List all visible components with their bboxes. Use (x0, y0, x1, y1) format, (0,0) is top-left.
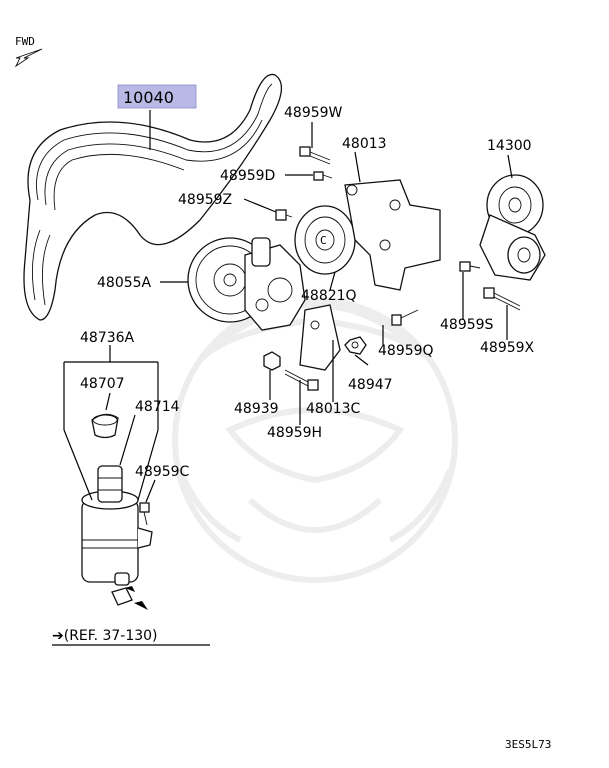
belt-tensioner[interactable] (479, 174, 546, 281)
reference-link[interactable]: ➔(REF. 37-130) (52, 628, 158, 644)
reservoir-tank[interactable] (81, 490, 153, 606)
drive-belt[interactable] (23, 73, 282, 321)
callout-48959S[interactable]: 48959S (440, 317, 494, 333)
callout-48959Z[interactable]: 48959Z (178, 192, 232, 208)
callout-10040-highlight (117, 84, 197, 109)
callout-48959D[interactable]: 48959D (220, 168, 275, 184)
bolt-48959H[interactable] (284, 369, 319, 391)
bolt-48959S[interactable] (459, 261, 481, 272)
callout-48947[interactable]: 48947 (348, 377, 393, 393)
callout-48714[interactable]: 48714 (135, 399, 180, 415)
callout-48736A[interactable]: 48736A (80, 330, 135, 346)
callout-48959Q[interactable]: 48959Q (378, 343, 434, 359)
reservoir-cap[interactable] (91, 413, 119, 439)
callout-48959X[interactable]: 48959X (480, 340, 535, 356)
bolt-48959C[interactable] (139, 502, 150, 526)
bolt-48959D[interactable] (313, 171, 333, 181)
nut-48947[interactable] (344, 336, 367, 355)
outlet-arrow-icon (125, 586, 148, 610)
pump-plate[interactable] (299, 304, 341, 371)
callout-48959C[interactable]: 48959C (135, 464, 190, 480)
power-steering-pump[interactable] (187, 237, 306, 331)
leader-lines (63, 122, 513, 503)
fwd-label: FWD (15, 35, 35, 48)
fwd-indicator: FWD (14, 35, 43, 68)
callout-48013C[interactable]: 48013C (306, 401, 361, 417)
bolt-48959Q[interactable] (391, 309, 419, 326)
bolt-48959W[interactable] (299, 146, 331, 165)
bolt-48959Z[interactable] (275, 209, 293, 221)
idler-pulley[interactable]: C (294, 205, 356, 275)
callout-48959W[interactable]: 48959W (284, 105, 343, 121)
pump-bracket[interactable] (344, 179, 441, 291)
washer-48939[interactable] (263, 351, 281, 371)
diagram-code: 3ES5L73 (505, 738, 551, 751)
callout-48013[interactable]: 48013 (342, 136, 387, 152)
callout-48821Q[interactable]: 48821Q (301, 288, 357, 304)
callout-14300[interactable]: 14300 (487, 138, 532, 154)
bolt-48959X[interactable] (483, 287, 521, 311)
callout-48055A[interactable]: 48055A (97, 275, 152, 291)
callout-48707[interactable]: 48707 (80, 376, 125, 392)
callout-48939[interactable]: 48939 (234, 401, 279, 417)
reservoir-filter[interactable] (97, 465, 123, 503)
callout-10040[interactable]: 10040 (123, 88, 174, 107)
svg-text:C: C (320, 234, 327, 247)
callouts: 48959W 48013 14300 48959D 48959Z 48055A … (80, 105, 535, 480)
watermark-emblem (172, 297, 458, 583)
callout-48959H[interactable]: 48959H (267, 425, 322, 441)
fwd-arrow-icon (14, 48, 43, 68)
